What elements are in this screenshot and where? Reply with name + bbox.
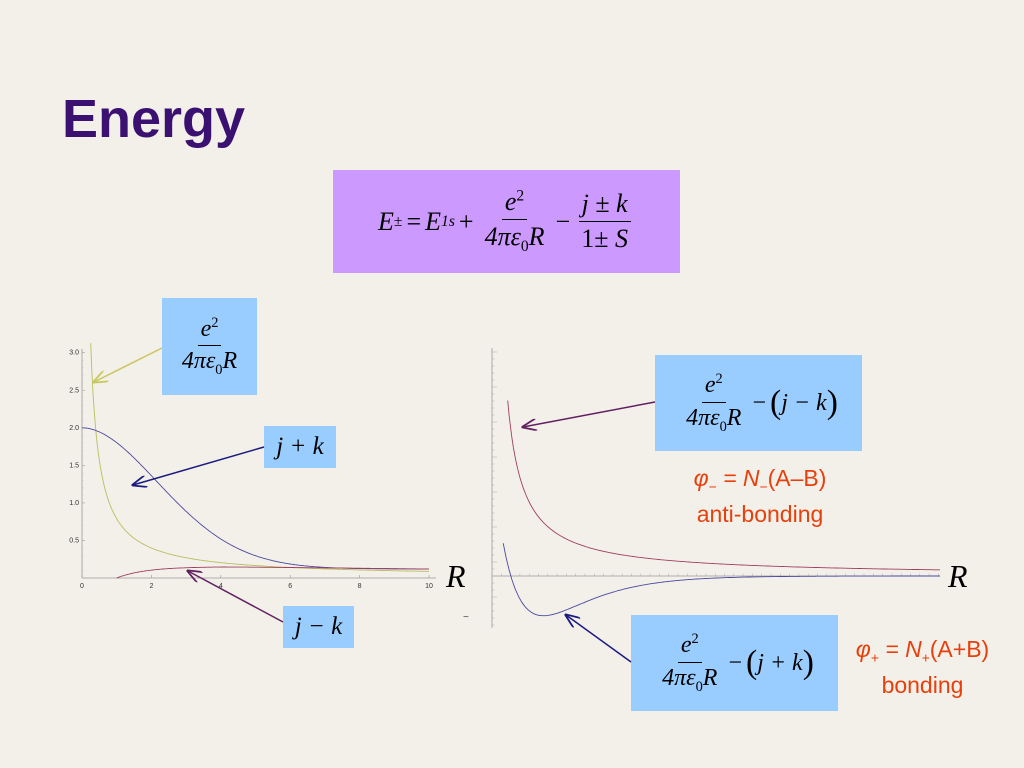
coulomb-term-box: e2 4πε0R — [162, 298, 257, 395]
coulomb-arrow — [94, 347, 163, 382]
bonding-annotation: φ+ = N+(A+B) bonding — [830, 636, 1015, 699]
jminusk-curve — [116, 566, 429, 579]
jplusk-arrow — [133, 446, 265, 485]
left-y-tick-label: 1.0 — [69, 500, 79, 507]
coulomb-curve — [90, 343, 429, 572]
left-y-tick-label: 2.5 — [69, 387, 79, 394]
bonding-term-box: e2 4πε0R − (j + k) — [631, 615, 838, 711]
left-x-tick-label: 0 — [80, 583, 84, 590]
slide-title: Energy — [62, 89, 246, 149]
e1s-symbol: E — [425, 206, 442, 236]
left-x-tick-label: 10 — [425, 583, 433, 590]
bonding-arrow — [566, 615, 632, 663]
minus-mark: − — [463, 612, 469, 623]
energy-subscript: ± — [393, 212, 403, 230]
jplusk-curve — [82, 427, 429, 570]
left-y-tick-label: 2.0 — [69, 425, 79, 432]
bonding-label: bonding — [881, 671, 964, 698]
left-y-tick-label: 0.5 — [69, 537, 79, 544]
antibonding-term-box: e2 4πε0R − (j − k) — [655, 355, 862, 451]
antibonding-arrow — [523, 401, 656, 427]
energy-symbol: E — [378, 206, 394, 236]
left-x-tick-label: 2 — [149, 583, 153, 590]
left-y-tick-label: 3.0 — [69, 350, 79, 357]
left-x-tick-label: 4 — [219, 583, 223, 590]
j-minus-k-box: j − k — [283, 606, 354, 648]
antibonding-annotation: φ− = N−(A–B) anti-bonding — [660, 465, 860, 528]
j-plus-k-box: j + k — [264, 426, 336, 468]
left-x-tick-label: 6 — [288, 583, 292, 590]
bonding-curve — [502, 543, 940, 617]
arrows — [94, 347, 656, 663]
coulomb-fraction: e2 4πε0R — [484, 187, 545, 256]
exchange-fraction: j ± k 1± S — [578, 189, 631, 254]
left-x-tick-label: 8 — [358, 583, 362, 590]
right-axis-r-label: R — [948, 558, 968, 594]
left-y-tick-label: 1.5 — [69, 462, 79, 469]
e1s-subscript: 1s — [441, 212, 455, 230]
antibonding-label: anti-bonding — [696, 500, 824, 527]
jminusk-arrow — [188, 571, 284, 623]
left-axis-r-label: R — [446, 558, 466, 594]
